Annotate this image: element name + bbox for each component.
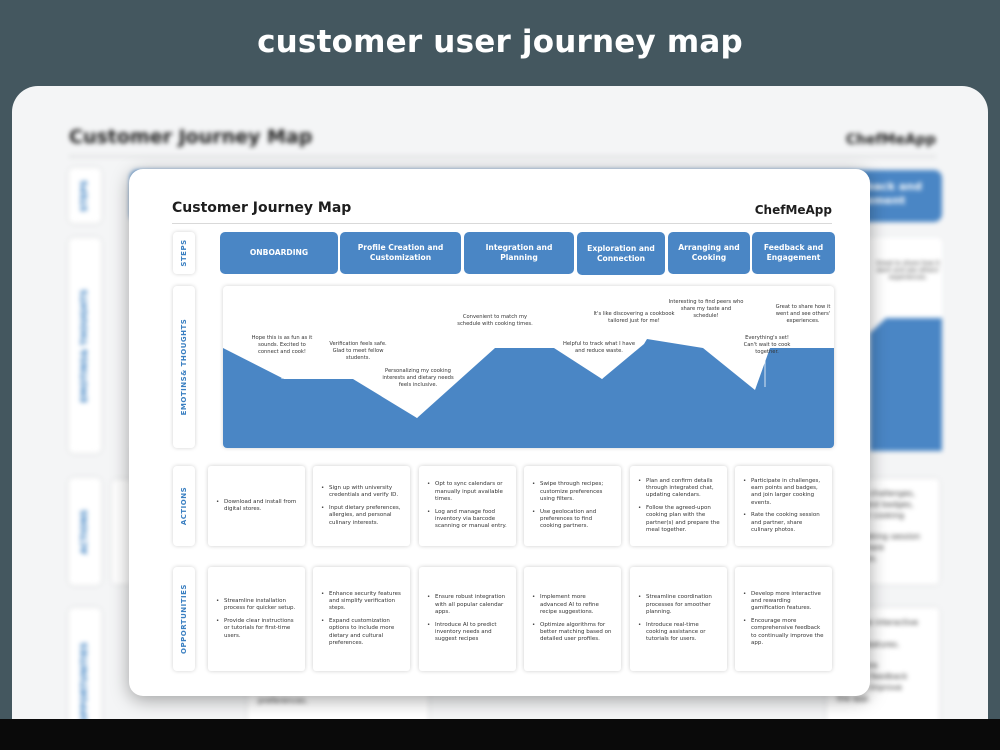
emotion-note-4: Convenient to match my schedule with coo… <box>457 314 533 327</box>
action-item: Follow the agreed-upon cooking plan with… <box>638 505 720 535</box>
opportunity-item: Streamline installation process for quic… <box>216 598 298 613</box>
opportunity-item: Provide clear instructions or tutorials … <box>216 618 298 640</box>
row-label-emotions: EMOTINS& THOUGHTS <box>173 286 195 448</box>
background-card-edge <box>112 480 132 584</box>
page-title: customer user journey map <box>257 24 743 60</box>
emotion-note-3: Personalizing my cooking interests and d… <box>382 368 454 388</box>
emotion-note-2: Verification feels safe. Glad to meet fe… <box>329 341 387 361</box>
emotion-note-7: Interesting to find peers who share my t… <box>668 299 744 319</box>
background-feedback-fragment: dback and gement <box>858 180 922 208</box>
step-onboarding: ONBOARDING <box>220 232 338 274</box>
opportunity-item: Expand customization options to include … <box>321 618 403 648</box>
background-emotion-curve <box>870 318 942 451</box>
action-item: Opt to sync calendars or manually input … <box>427 481 509 503</box>
emotions-panel: Hope this is as fun as it sounds. Excite… <box>223 286 834 448</box>
action-card-onboarding: Download and install from digital stores… <box>208 466 305 546</box>
row-label-actions: ACTIONS <box>173 466 195 546</box>
title-divider <box>172 223 832 224</box>
emotion-curve <box>223 321 834 448</box>
background-board-title: Customer Journey Map <box>69 126 313 148</box>
background-emotion-note: Great to share how it went and see other… <box>876 260 940 281</box>
card-title: Customer Journey Map <box>172 200 352 216</box>
action-item: Use geolocation and preferences to find … <box>532 509 614 531</box>
action-item: Download and install from digital stores… <box>216 499 298 514</box>
bottom-band <box>0 719 1000 750</box>
background-row-label-steps: STEPS <box>69 168 101 223</box>
opportunity-card-arranging: Streamline coordination processes for sm… <box>630 567 727 671</box>
background-row-label-actions: ACTIONS <box>69 478 101 585</box>
opportunity-item: Ensure robust integration with all popul… <box>427 594 509 616</box>
action-card-profile: Sign up with university credentials and … <box>313 466 410 546</box>
opportunity-card-profile: Enhance security features and simplify v… <box>313 567 410 671</box>
row-label-steps: STEPS <box>173 232 195 274</box>
opportunity-card-onboarding: Streamline installation process for quic… <box>208 567 305 671</box>
opportunity-card-integration: Ensure robust integration with all popul… <box>419 567 516 671</box>
step-integration-planning: Integration and Planning <box>464 232 574 274</box>
action-item: Sign up with university credentials and … <box>321 485 403 500</box>
step-profile-creation: Profile Creation and Customization <box>340 232 461 274</box>
opportunity-item: Introduce AI to predict inventory needs … <box>427 622 509 644</box>
action-item: Rate the cooking session and partner, sh… <box>743 512 825 534</box>
action-card-arranging: Plan and confirm details through integra… <box>630 466 727 546</box>
emotion-note-5: Helpful to track what I have and reduce … <box>562 341 636 354</box>
action-card-feedback: Participate in challenges, earn points a… <box>735 466 832 546</box>
action-item: Participate in challenges, earn points a… <box>743 478 825 508</box>
action-item: Plan and confirm details through integra… <box>638 478 720 500</box>
background-row-label-emotions: EMOTINS& THOUGHTS <box>69 238 101 453</box>
opportunity-card-feedback: Develop more interactive and rewarding g… <box>735 567 832 671</box>
emotion-note-8: Everything's set! Can't wait to cook tog… <box>743 335 791 355</box>
opportunity-item: Optimize algorithms for better matching … <box>532 622 614 644</box>
emotion-note-9: Great to share how it went and see other… <box>775 304 831 324</box>
opportunity-item: Streamline coordination processes for sm… <box>638 594 720 616</box>
opportunity-item: Introduce real-time cooking assistance o… <box>638 622 720 644</box>
opportunity-item: Implement more advanced AI to refine rec… <box>532 594 614 616</box>
emotion-note-1: Hope this is as fun as it sounds. Excite… <box>251 335 313 355</box>
opportunity-card-exploration: Implement more advanced AI to refine rec… <box>524 567 621 671</box>
step-exploration-connection: Exploration and Connection <box>577 232 665 275</box>
action-item: Swipe through recipes; customize prefere… <box>532 481 614 503</box>
action-item: Input dietary preferences, allergies, an… <box>321 505 403 527</box>
row-label-opportunities: OPPORTUNITIES <box>173 567 195 671</box>
brand-name: ChefMeApp <box>754 203 832 217</box>
background-board-brand: ChefMeApp <box>845 132 936 148</box>
emotion-note-6: It's like discovering a cookbook tailore… <box>593 311 675 324</box>
action-card-integration: Opt to sync calendars or manually input … <box>419 466 516 546</box>
step-feedback-engagement: Feedback and Engagement <box>752 232 835 274</box>
action-card-exploration: Swipe through recipes; customize prefere… <box>524 466 621 546</box>
opportunity-item: Enhance security features and simplify v… <box>321 591 403 613</box>
opportunity-item: Encourage more comprehensive feedback to… <box>743 618 825 648</box>
action-item: Log and manage food inventory via barcod… <box>427 509 509 531</box>
opportunity-item: Develop more interactive and rewarding g… <box>743 591 825 613</box>
step-arranging-cooking: Arranging and Cooking <box>668 232 750 274</box>
journey-map-card: Customer Journey Map ChefMeApp STEPS EMO… <box>129 169 870 696</box>
background-divider <box>69 156 936 157</box>
